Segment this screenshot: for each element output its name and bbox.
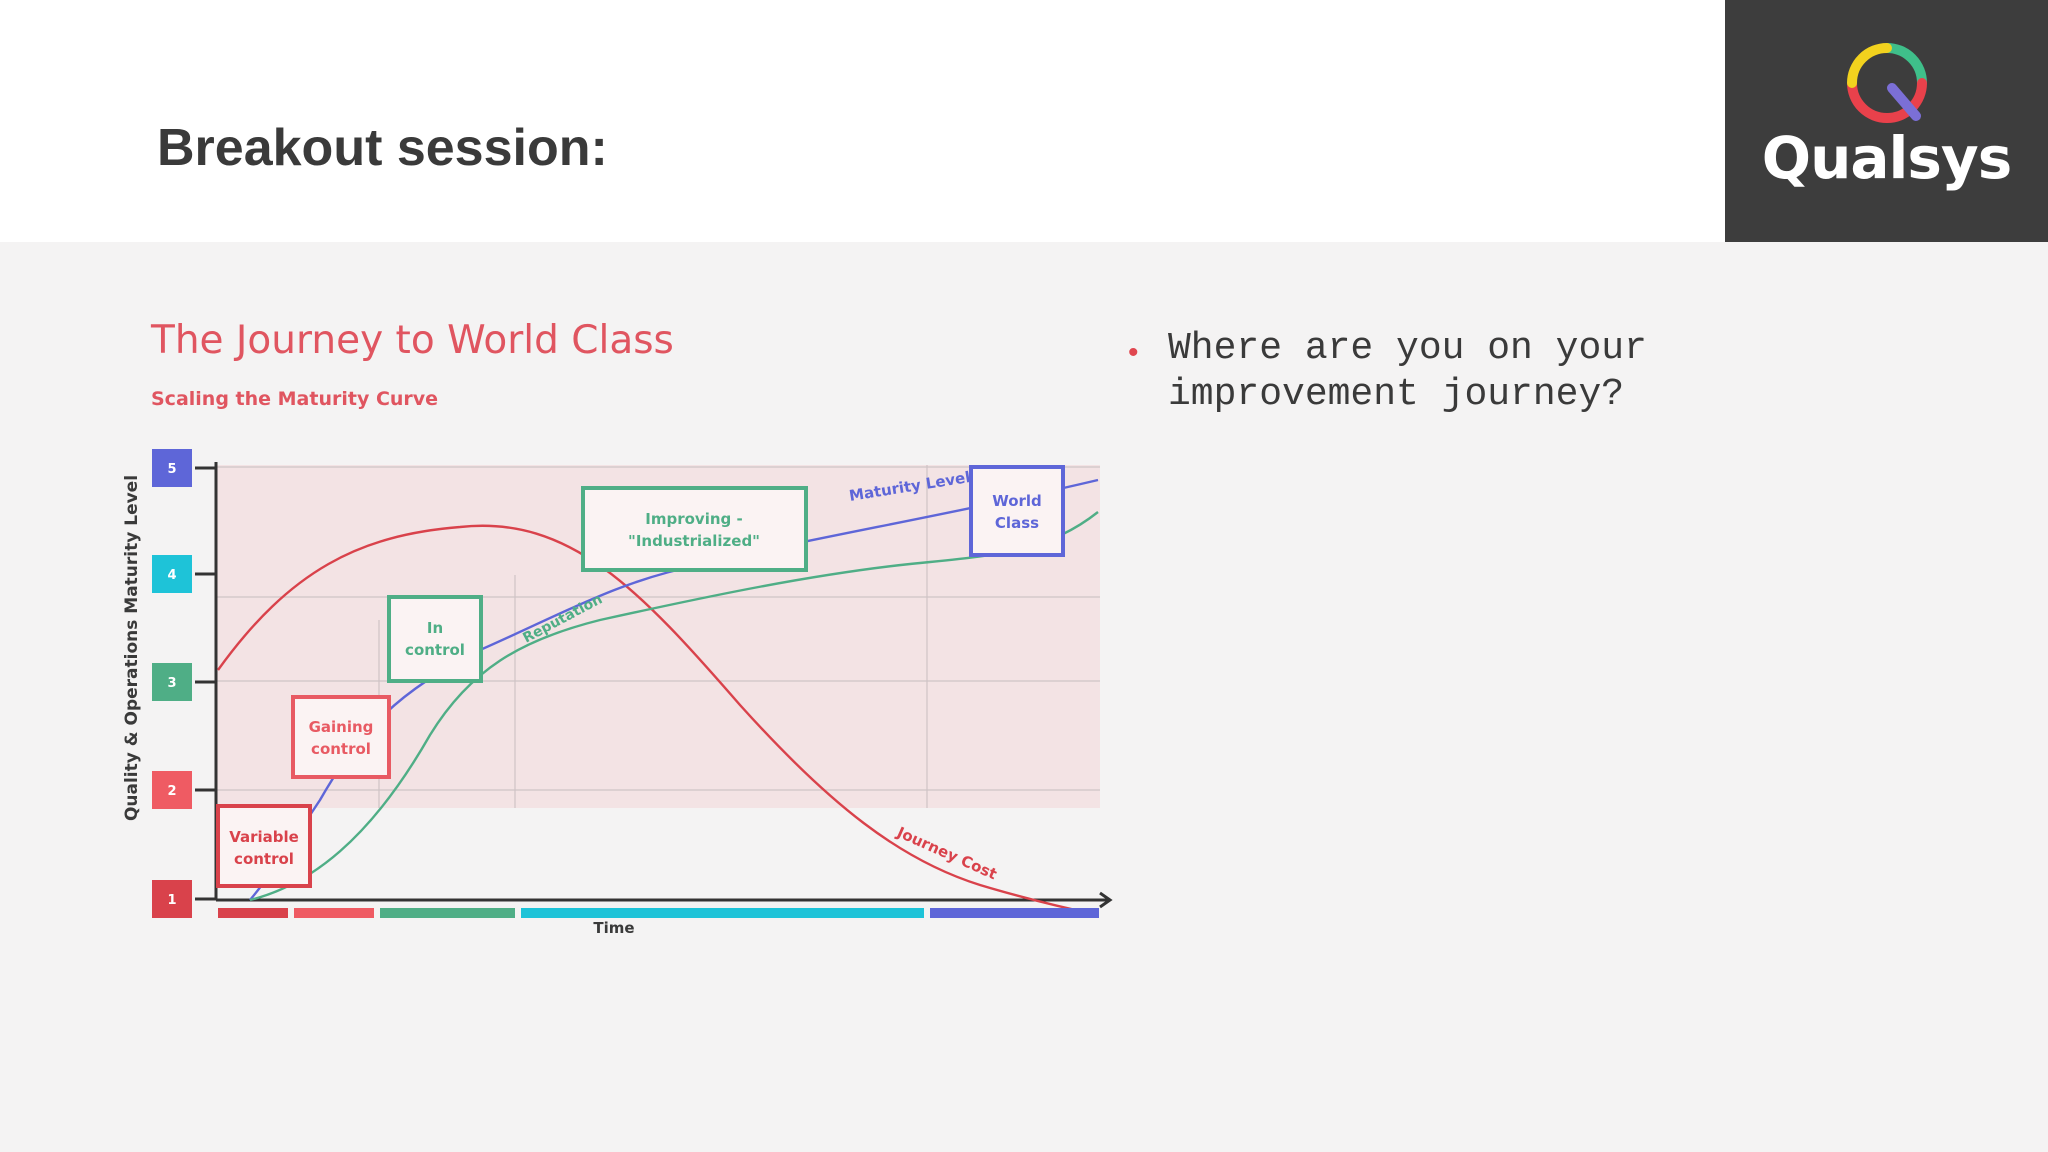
slide-title: Breakout session: (157, 119, 608, 177)
brand-name: Qualsys (1761, 124, 2012, 192)
level-badge-1: 1 (152, 880, 192, 918)
stage-improving-industrialized: Improving - "Industrialized" (581, 486, 808, 572)
stage-in-control: In control (387, 595, 483, 683)
stage-gaining-control: Gaining control (291, 695, 391, 779)
x-axis-arrow-icon (1099, 891, 1113, 909)
time-bands (218, 908, 1099, 918)
x-axis-label: Time (593, 919, 634, 937)
grid (216, 465, 1100, 808)
maturity-level-curve (249, 478, 1099, 901)
svg-text:Improving -: Improving - (645, 510, 742, 528)
svg-text:1: 1 (167, 893, 176, 908)
svg-text:World: World (992, 492, 1042, 510)
level-badge-3: 3 (152, 663, 192, 701)
level-badge-2: 2 (152, 771, 192, 809)
svg-text:5: 5 (167, 462, 176, 477)
svg-text:3: 3 (167, 676, 176, 691)
level-badge-5: 5 (152, 449, 192, 487)
diagram-title: The Journey to World Class (150, 318, 674, 363)
journey-cost-curve (217, 524, 1099, 917)
svg-text:control: control (405, 641, 465, 659)
svg-text:"Industrialized": "Industrialized" (628, 532, 760, 550)
diagram-subtitle: Scaling the Maturity Curve (151, 388, 438, 410)
svg-text:Class: Class (995, 514, 1039, 532)
svg-text:control: control (234, 850, 294, 868)
maturity-diagram: The Journey to World Class Scaling the M… (122, 318, 1113, 937)
level-badge-4: 4 (152, 555, 192, 593)
svg-text:Variable: Variable (229, 828, 299, 846)
svg-text:Gaining: Gaining (309, 718, 374, 736)
bullet-dot-icon: • (1128, 336, 1139, 369)
reputation-curve (249, 511, 1099, 902)
qualsys-logo-icon (1847, 43, 1927, 123)
y-axis-label: Quality & Operations Maturity Level (122, 475, 142, 821)
svg-text:2: 2 (167, 784, 176, 799)
stage-world-class: World Class (969, 465, 1065, 557)
svg-text:control: control (311, 740, 371, 758)
bullet-question: Where are you on your improvement journe… (1168, 327, 1647, 416)
stage-variable-control: Variable control (216, 804, 312, 888)
svg-text:In: In (427, 619, 443, 637)
svg-text:4: 4 (167, 568, 176, 583)
slide-header (0, 0, 2048, 242)
y-ticks (195, 466, 216, 901)
